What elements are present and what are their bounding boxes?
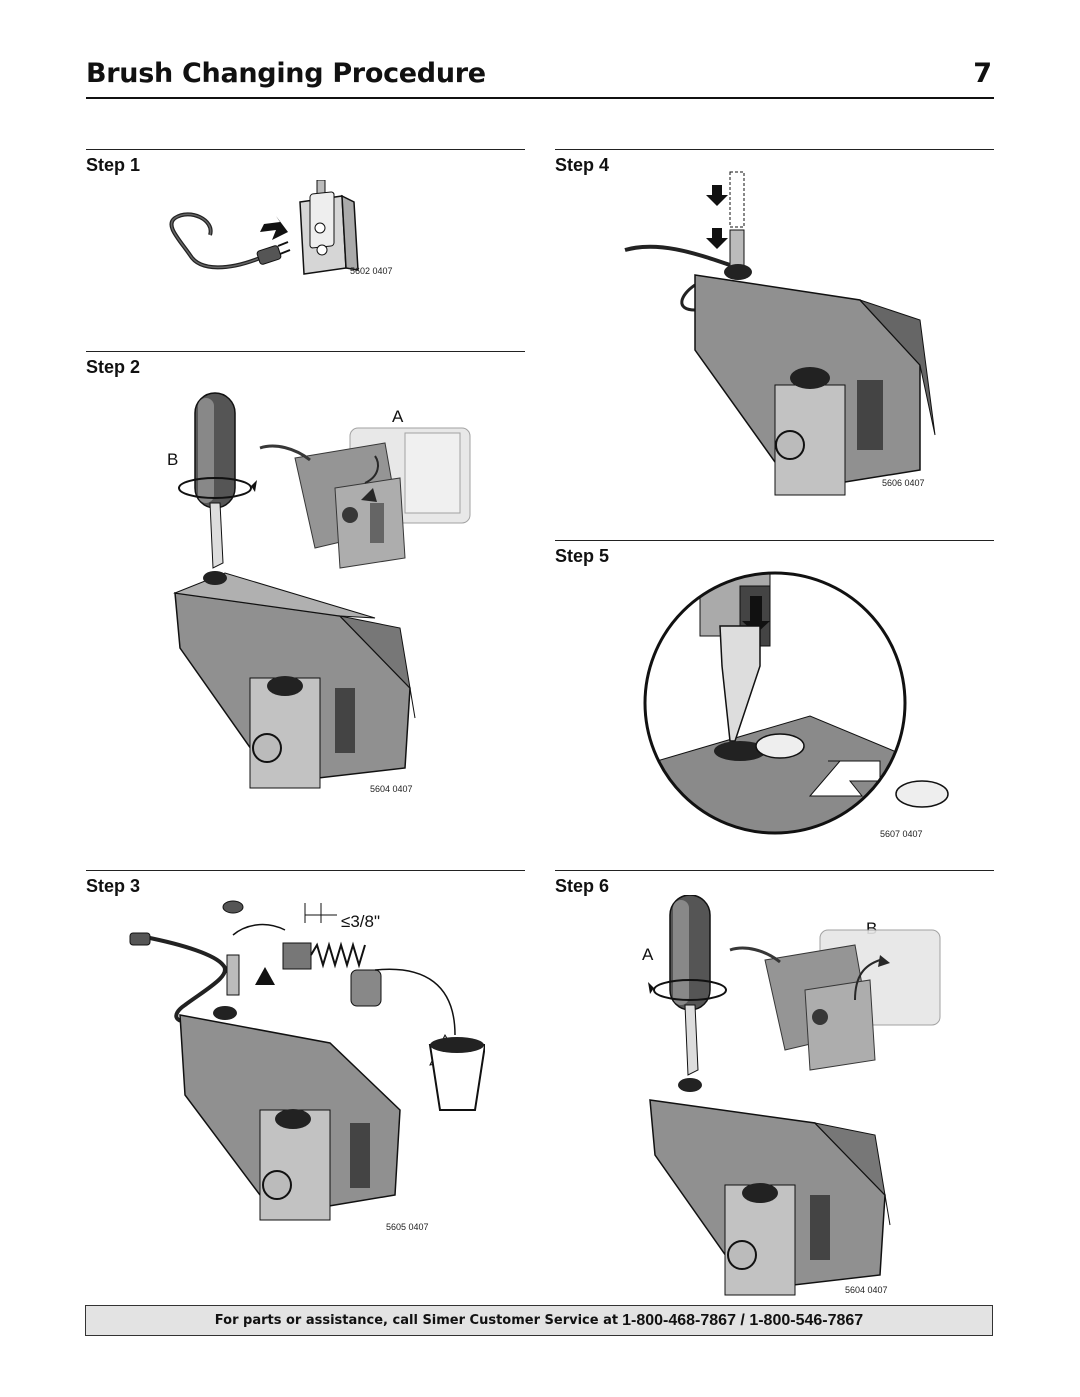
step-2-callout-b: B bbox=[167, 450, 179, 469]
footer-text: For parts or assistance, call Simer Cust… bbox=[214, 1313, 619, 1328]
step-5-divider bbox=[555, 540, 994, 541]
step-4-label: Step 4 bbox=[555, 155, 610, 175]
step-2-divider bbox=[86, 351, 525, 352]
step-3-measurement: ≤3/8" bbox=[341, 912, 380, 931]
step-1-label: Step 1 bbox=[86, 155, 141, 175]
footer-phone-numbers: 1-800-468-7867 / 1-800-546-7867 bbox=[622, 1311, 864, 1329]
step-6-divider bbox=[555, 870, 994, 871]
step-1-figure-code: 5602 0407 bbox=[350, 266, 393, 276]
step-3-label: Step 3 bbox=[86, 876, 141, 896]
step-2-callout-a: A bbox=[392, 407, 404, 426]
step-6-illustration bbox=[640, 895, 960, 1300]
step-6-callout-a: A bbox=[642, 945, 654, 964]
step-1-divider bbox=[86, 149, 525, 150]
step-6-label: Step 6 bbox=[555, 876, 610, 896]
step-4-figure-code: 5606 0407 bbox=[882, 478, 925, 488]
step-2-label: Step 2 bbox=[86, 357, 141, 377]
title-divider bbox=[86, 97, 994, 99]
step-6-figure-code: 5604 0407 bbox=[845, 1285, 888, 1295]
step-2-illustration bbox=[165, 388, 485, 808]
footer-banner: For parts or assistance, call Simer Cust… bbox=[85, 1305, 993, 1336]
step-4-divider bbox=[555, 149, 994, 150]
step-3-divider bbox=[86, 870, 525, 871]
page-title: Brush Changing Procedure bbox=[86, 58, 486, 89]
step-5-illustration bbox=[640, 566, 960, 836]
step-2-figure-code: 5604 0407 bbox=[370, 784, 413, 794]
step-3-figure-code: 5605 0407 bbox=[386, 1222, 429, 1232]
step-4-illustration bbox=[620, 170, 940, 500]
step-6-callout-b: B bbox=[866, 919, 878, 938]
step-1-illustration bbox=[160, 180, 420, 280]
page-number: 7 bbox=[973, 58, 992, 89]
step-5-label: Step 5 bbox=[555, 546, 610, 566]
step-5-figure-code: 5607 0407 bbox=[880, 829, 923, 839]
step-3-illustration bbox=[125, 895, 485, 1240]
